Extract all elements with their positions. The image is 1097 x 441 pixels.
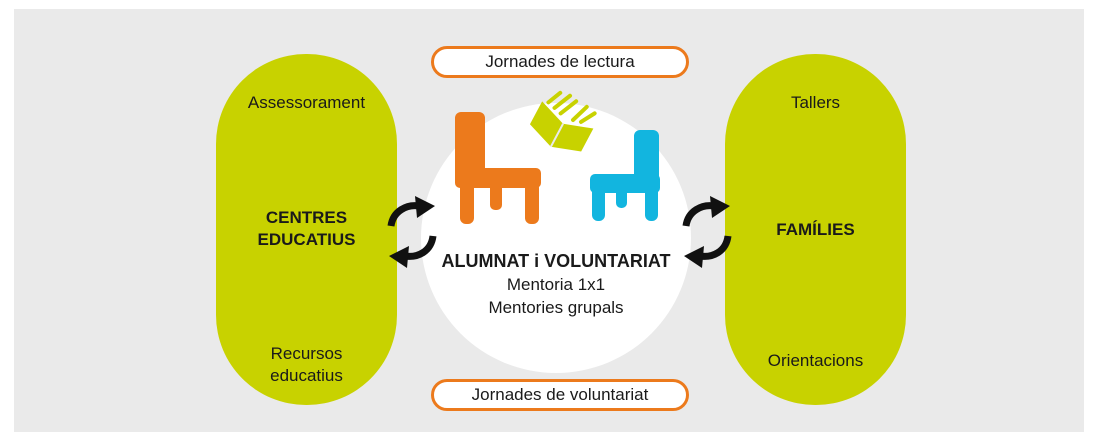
right-exchange-arrows-icon (682, 196, 732, 268)
educatius-resources-label: educatius (270, 366, 343, 385)
centres-educatius-pill (216, 54, 397, 405)
mentories-grupals-label: Mentories grupals (488, 298, 624, 317)
orientacions-label: Orientacions (767, 351, 864, 370)
jornades-lectura-tag: Jornades de lectura (431, 46, 689, 78)
left-exchange-arrows-icon (387, 196, 437, 268)
blue-chair-icon (590, 130, 660, 221)
families-pill (725, 54, 906, 405)
tallers-label: Tallers (790, 93, 841, 112)
orange-chair-icon (455, 112, 541, 224)
alumnat-voluntariat-title: ALUMNAT i VOLUNTARIAT (441, 251, 671, 271)
jornades-voluntariat-tag: Jornades de voluntariat (431, 379, 689, 411)
educatius-label: EDUCATIUS (257, 230, 356, 249)
families-label: FAMÍLIES (776, 220, 855, 239)
book-icon (529, 90, 597, 152)
centres-label: CENTRES (265, 208, 348, 227)
mentoria-1x1-label: Mentoria 1x1 (506, 275, 606, 294)
recursos-label: Recursos (270, 344, 343, 363)
assessorament-label: Assessorament (247, 93, 366, 112)
